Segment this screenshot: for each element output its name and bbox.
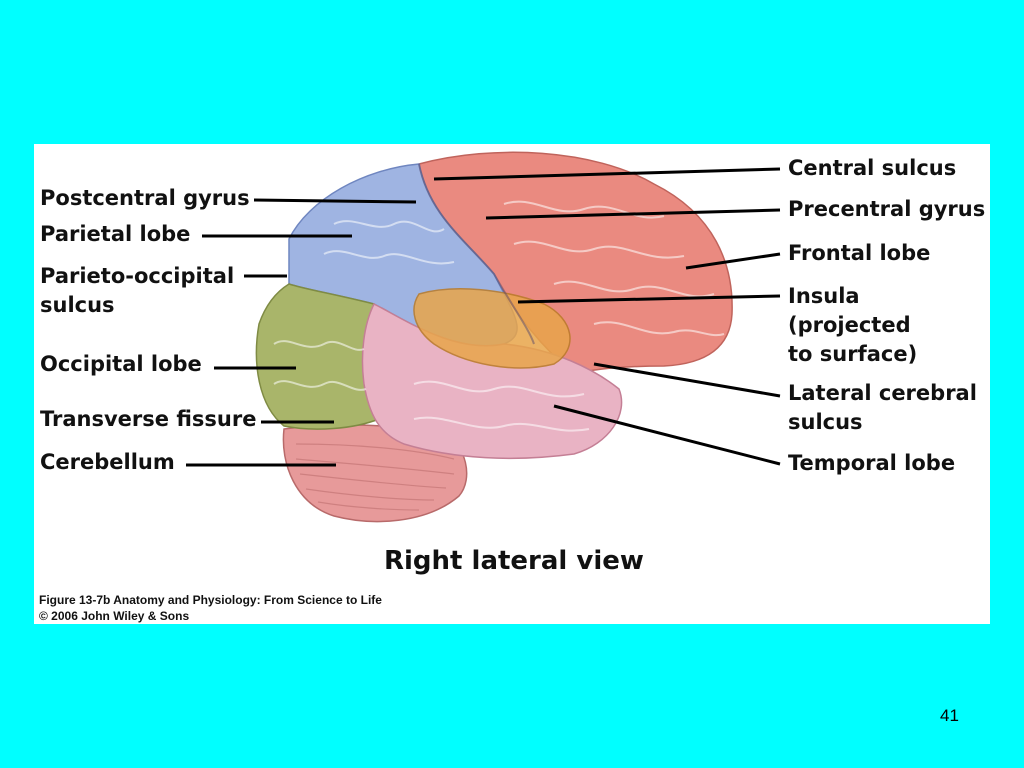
label-insula: Insula (projected to surface) xyxy=(788,284,918,366)
label-transverse-fissure: Transverse fissure xyxy=(40,407,257,431)
label-occipital-lobe: Occipital lobe xyxy=(40,352,202,376)
label-parieto-occipital-sulcus: Parieto-occipital sulcus xyxy=(40,264,235,317)
label-central-sulcus: Central sulcus xyxy=(788,156,957,180)
label-parietal-lobe: Parietal lobe xyxy=(40,222,191,246)
label-frontal-lobe: Frontal lobe xyxy=(788,241,931,265)
label-lateral-cerebral-sulcus: Lateral cerebral sulcus xyxy=(788,381,977,434)
view-title: Right lateral view xyxy=(384,546,644,576)
leader-temporal-lobe xyxy=(553,404,781,466)
leader-insula xyxy=(517,294,781,304)
brain-figure: Postcentral gyrus Parietal lobe Parieto-… xyxy=(34,144,990,624)
leader-central-sulcus xyxy=(433,167,781,181)
insula-region xyxy=(413,288,571,369)
figure-caption: Figure 13-7b Anatomy and Physiology: Fro… xyxy=(39,592,382,624)
caption-line-1: Figure 13-7b Anatomy and Physiology: Fro… xyxy=(39,593,382,607)
label-postcentral-gyrus: Postcentral gyrus xyxy=(40,186,250,210)
label-precentral-gyrus: Precentral gyrus xyxy=(788,197,986,221)
slide-number: 41 xyxy=(940,706,959,725)
leader-frontal-lobe xyxy=(685,252,781,270)
caption-line-2: © 2006 John Wiley & Sons xyxy=(39,609,190,623)
occipital-lobe-region xyxy=(255,283,380,430)
label-temporal-lobe: Temporal lobe xyxy=(788,451,956,475)
leader-postcentral-gyrus xyxy=(253,198,417,204)
label-cerebellum: Cerebellum xyxy=(40,450,175,474)
brain-illustration xyxy=(186,151,781,523)
leader-lateral-cerebral-sulcus xyxy=(593,362,781,398)
leader-precentral-gyrus xyxy=(485,208,781,220)
